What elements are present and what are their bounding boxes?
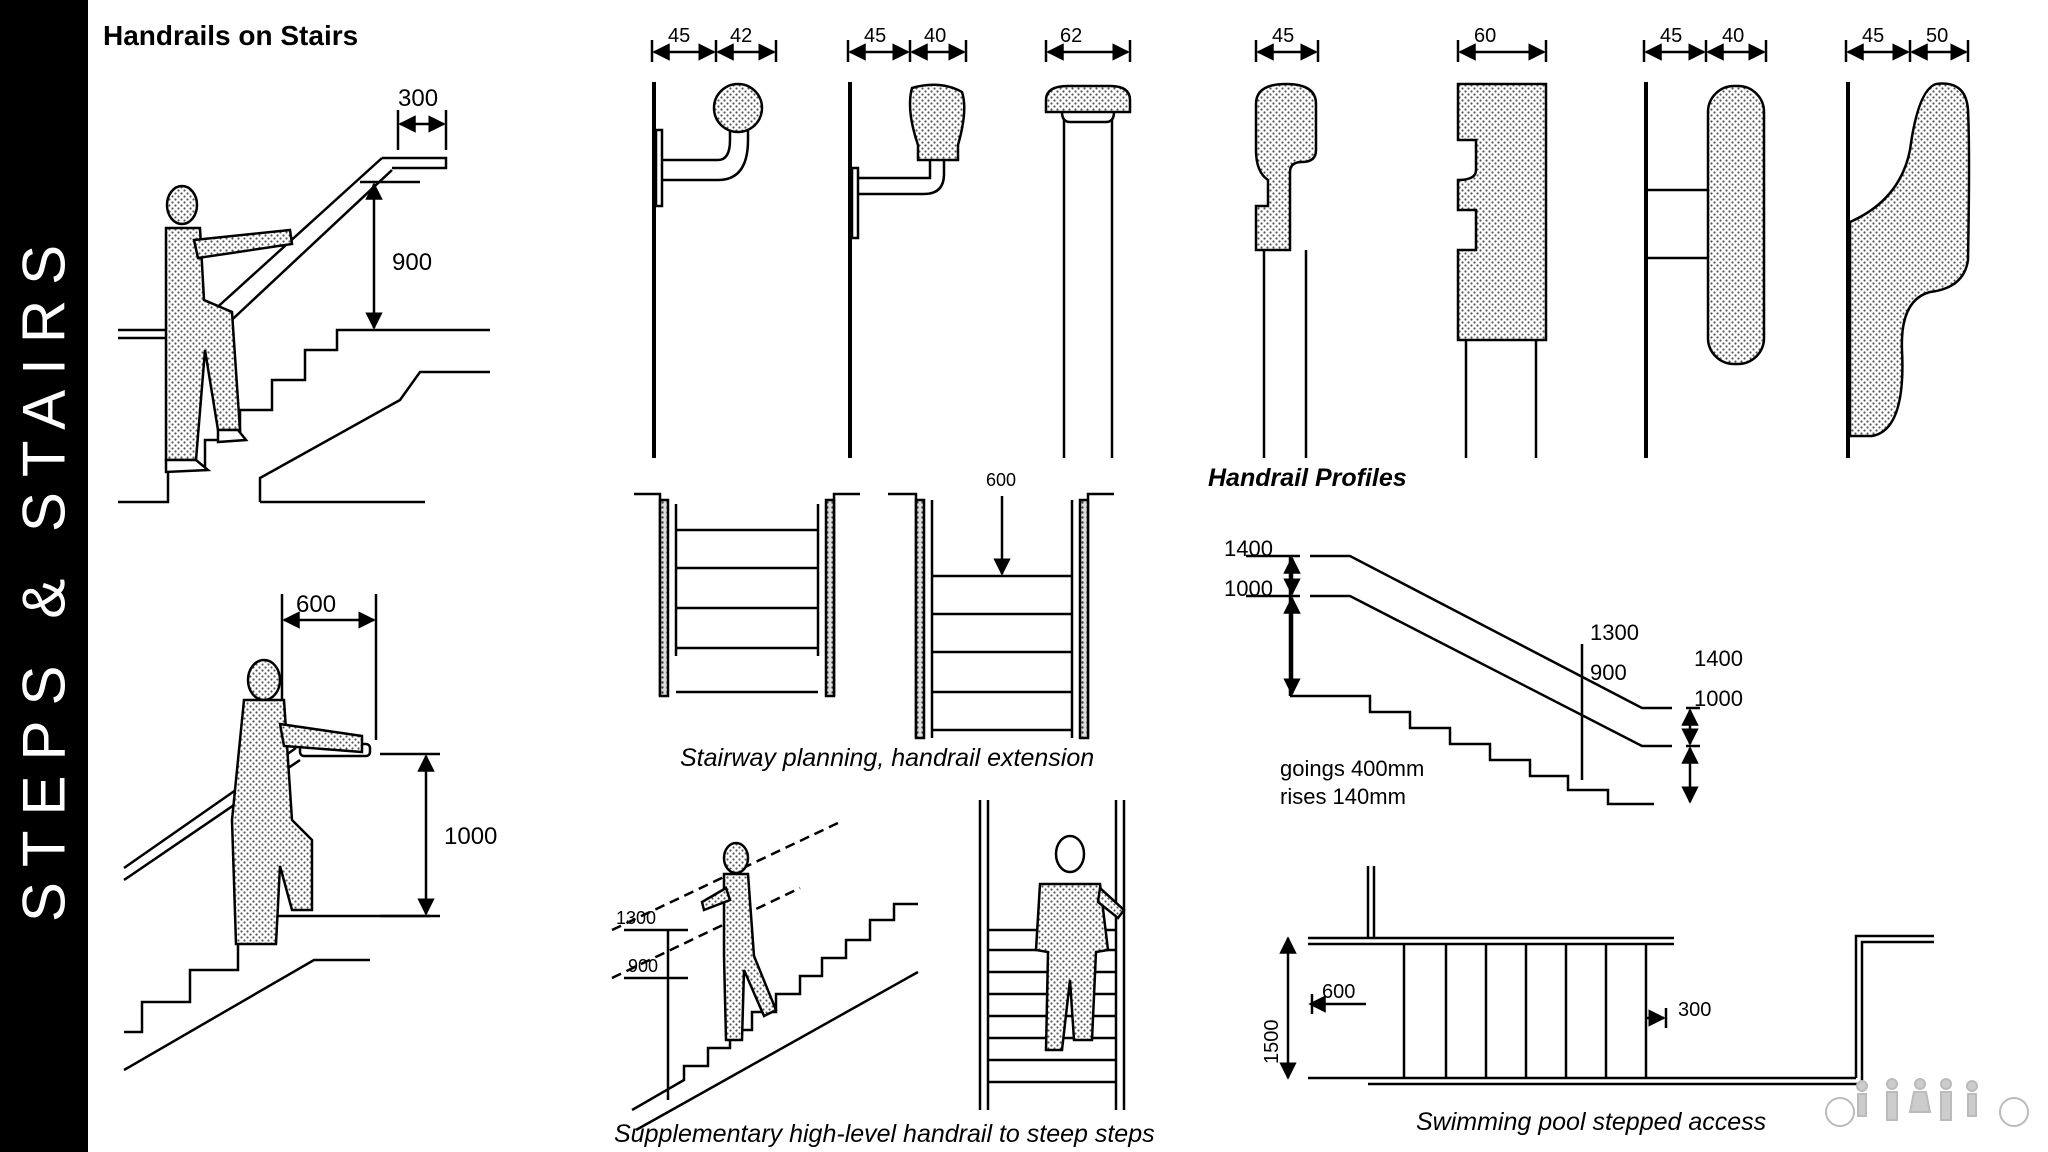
- dim-label: 50: [1926, 25, 1948, 47]
- dim-label: 45: [1272, 25, 1294, 47]
- person-descending: [700, 841, 778, 1042]
- stairway-plans: [634, 492, 1114, 740]
- dim-label: 40: [924, 25, 946, 47]
- dim-label: 1400: [1224, 536, 1273, 561]
- dim-label: 900: [1590, 660, 1627, 685]
- dim-label: 45: [668, 25, 690, 47]
- dim-label: 600: [1322, 981, 1355, 1003]
- sidebar: STEPS & STAIRS: [0, 0, 88, 1152]
- profile-5: [1456, 40, 1548, 458]
- dim-label: 62: [1060, 25, 1082, 47]
- handrail-profiles: [650, 40, 1971, 458]
- dim-label: 1000: [1224, 576, 1273, 601]
- figure-stairs-landing: [123, 594, 440, 1072]
- note-goings: goings 400mm: [1280, 756, 1424, 781]
- caption-swimming-pool: Swimming pool stepped access: [1416, 1108, 1767, 1136]
- dim-label: 900: [628, 956, 658, 976]
- dim-label: 45: [864, 25, 886, 47]
- person-climbing: [164, 184, 294, 474]
- swimming-pool: [1279, 866, 1934, 1086]
- person-front: [1034, 834, 1126, 1052]
- profile-2: [846, 40, 968, 458]
- stair-section: [1246, 554, 1700, 806]
- front-view-stair: [978, 800, 1126, 1110]
- dim-label: 1300: [1590, 620, 1639, 645]
- dim-label: 600: [296, 591, 336, 618]
- dim-label: 42: [730, 25, 752, 47]
- dim-label: 600: [986, 470, 1016, 490]
- accessibility-logo: [1825, 1078, 2029, 1127]
- dim-label: 1500: [1261, 1020, 1283, 1065]
- figure-climbing-stairs: [118, 110, 490, 504]
- profile-1: [650, 40, 778, 458]
- dim-label: 1000: [1694, 686, 1743, 711]
- profile-4: [1254, 40, 1320, 458]
- profile-6: [1642, 40, 1768, 458]
- dim-label: 45: [1862, 25, 1884, 47]
- steep-steps: [611, 820, 919, 1132]
- dim-label: 1400: [1694, 646, 1743, 671]
- profile-7: [1844, 40, 1971, 458]
- caption-stairway-planning: Stairway planning, handrail extension: [680, 744, 1095, 772]
- profile-3: [1044, 40, 1132, 458]
- plan-b: [888, 492, 1114, 740]
- page-heading: Handrails on Stairs: [103, 20, 359, 51]
- dim-label: 900: [392, 249, 432, 276]
- person-standing-landing: [230, 658, 364, 946]
- caption-handrail-profiles: Handrail Profiles: [1208, 464, 1407, 492]
- dim-label: 1000: [444, 823, 497, 850]
- caption-supplementary-handrail: Supplementary high-level handrail to ste…: [614, 1120, 1155, 1148]
- dim-label: 40: [1722, 25, 1744, 47]
- note-rises: rises 140mm: [1280, 784, 1406, 809]
- dim-label: 300: [1678, 999, 1711, 1021]
- plan-a: [634, 492, 860, 698]
- dim-label: 300: [398, 85, 438, 112]
- dim-label: 1300: [616, 908, 656, 928]
- dim-label: 45: [1660, 25, 1682, 47]
- dim-label: 60: [1474, 25, 1496, 47]
